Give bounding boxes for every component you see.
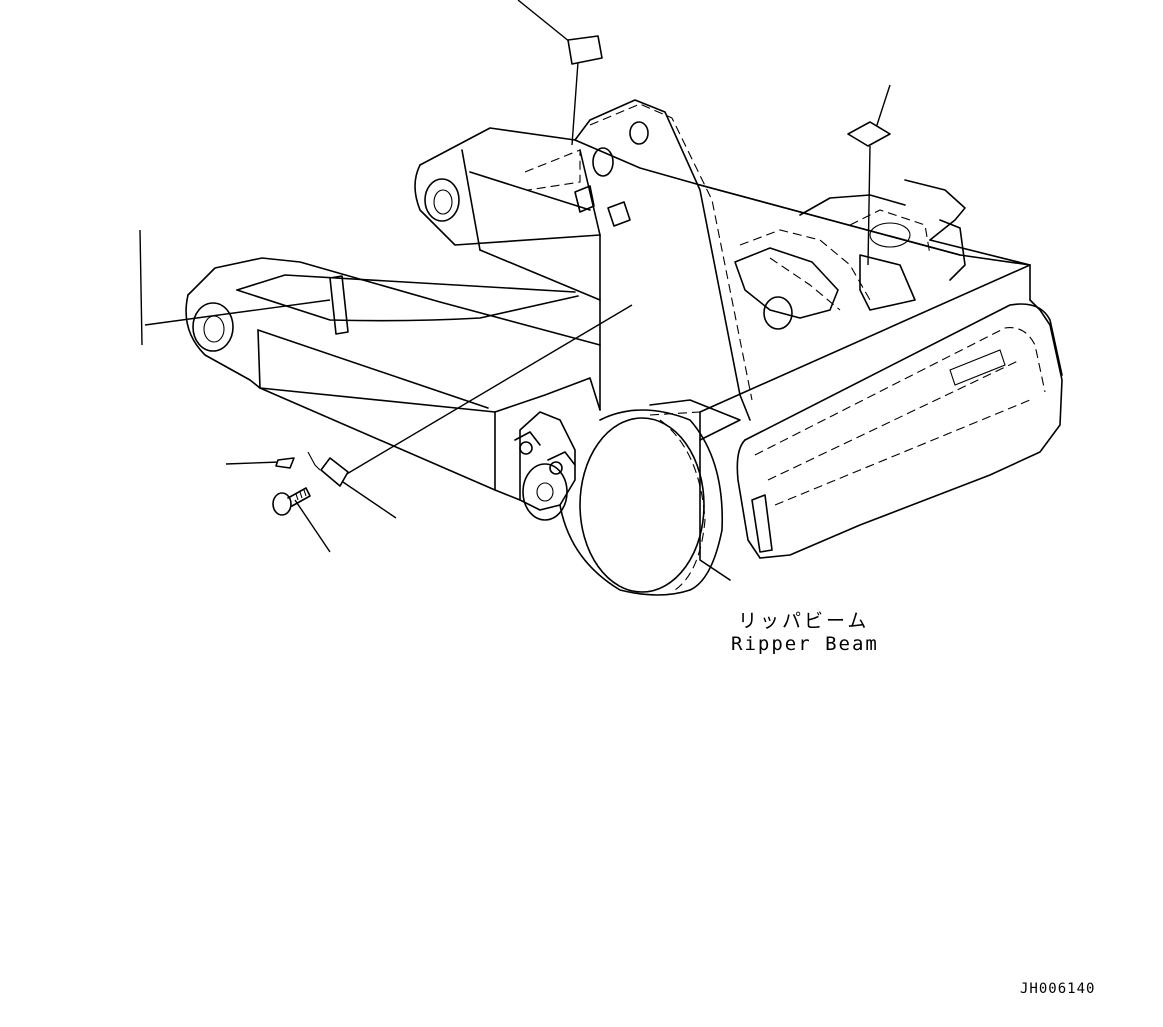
pivot-bracket <box>514 411 576 521</box>
rear-block <box>699 264 1063 581</box>
decal-side-label <box>320 457 349 487</box>
small-plate <box>275 457 295 469</box>
decal-diamond-label <box>847 121 891 147</box>
part-label-japanese: リッパビーム <box>738 610 870 632</box>
top-structure <box>699 179 1031 330</box>
drawing-id: JH006140 <box>1020 981 1096 997</box>
rivet-icon <box>272 487 311 516</box>
lower-arm <box>185 257 601 413</box>
decal-top-label <box>567 35 603 65</box>
bracket-stub <box>307 451 321 471</box>
upper-arm <box>414 127 961 301</box>
part-label-english: Ripper Beam <box>731 633 879 655</box>
drum <box>559 399 741 596</box>
beam-body <box>259 99 753 501</box>
decal-callouts <box>272 35 891 516</box>
leader-lines <box>139 0 891 553</box>
